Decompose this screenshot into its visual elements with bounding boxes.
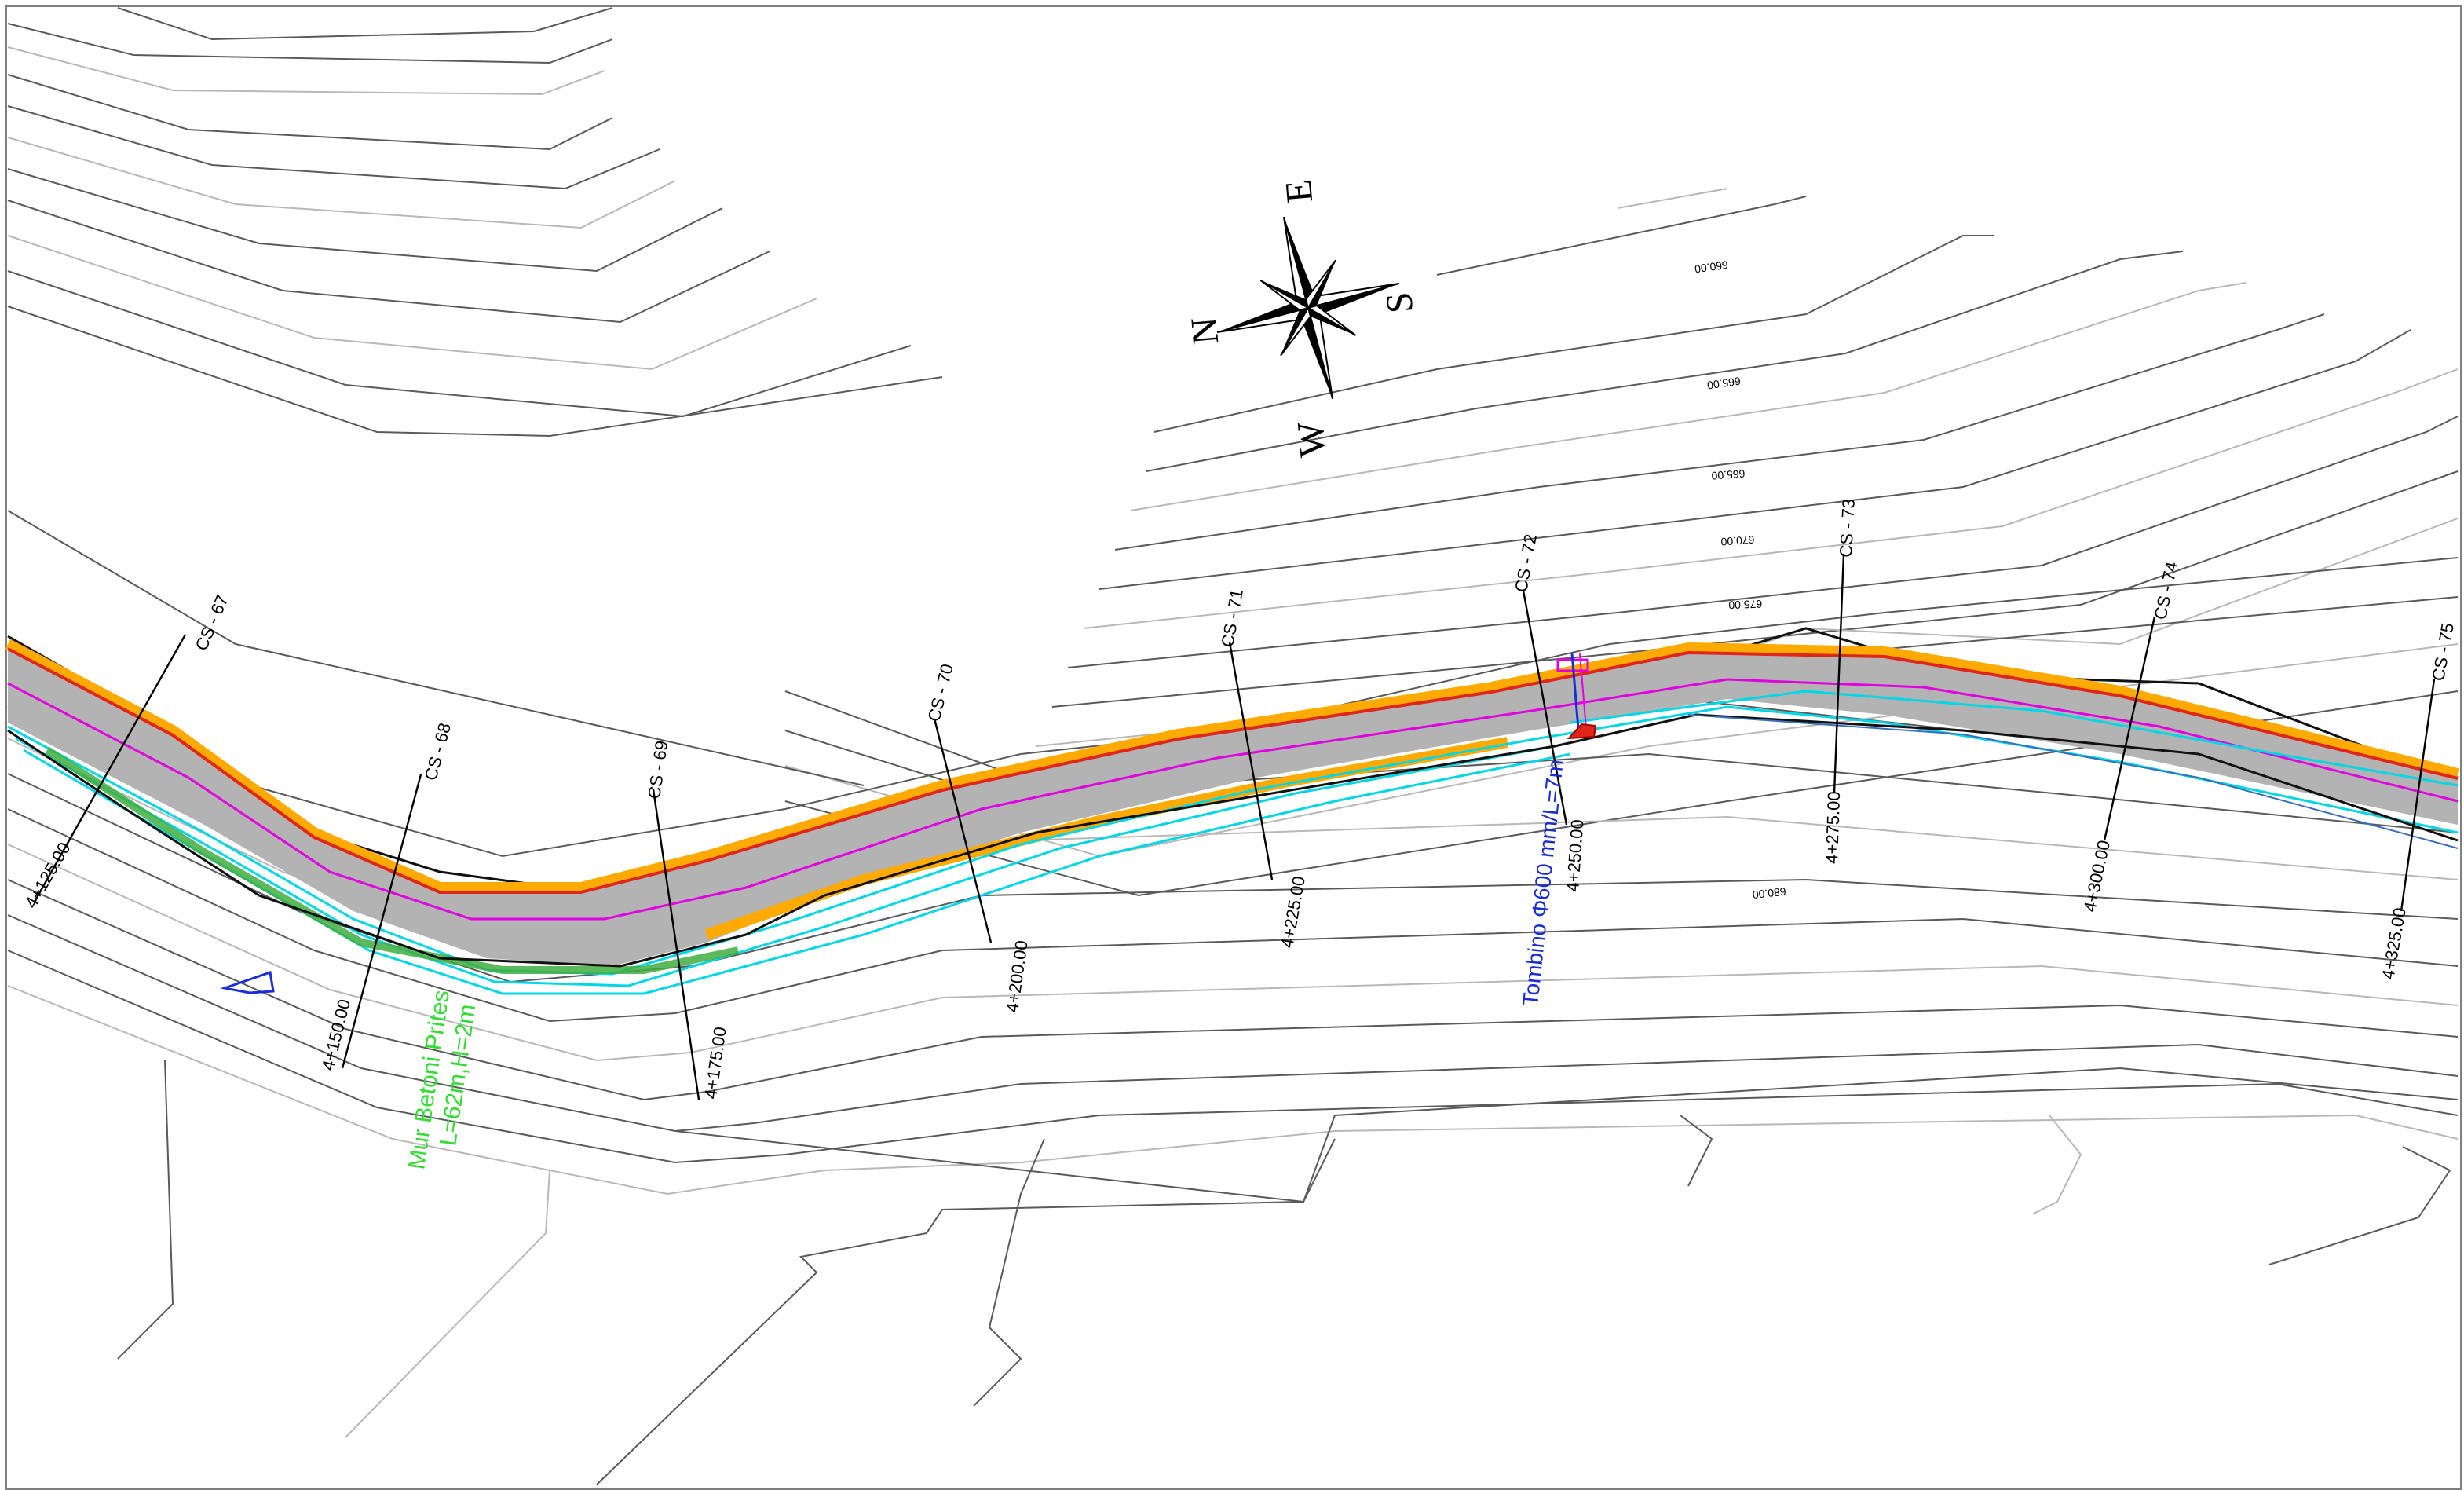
cs-line-75 [2400, 679, 2436, 912]
contour-elevation-labels: 660.00 665.00 665.00 670.00 675.00 680.0… [1694, 258, 1786, 901]
cs-line-74 [2103, 616, 2156, 841]
cs-line-70 [933, 718, 993, 943]
cs-label-72: CS - 72 [1511, 533, 1541, 594]
cs-line-71 [1228, 642, 1274, 880]
station-label-4200: 4+200.00 [1002, 939, 1032, 1014]
station-label-4125: 4+125.00 [21, 839, 75, 911]
cs-label-70: CS - 70 [924, 662, 957, 723]
road-edge-north [5, 639, 2459, 893]
station-label-4325: 4+325.00 [2378, 906, 2410, 981]
road-surface [8, 644, 2458, 966]
wall-marker-icon [220, 971, 275, 994]
sheet-border [5, 5, 2462, 1490]
fill-slope-1 [7, 705, 2459, 976]
contour-label: 675.00 [1728, 598, 1763, 611]
cs-label-69: CS - 69 [644, 739, 671, 800]
culvert-outlet-icon [1567, 723, 1597, 740]
cross-section-lines [33, 553, 2436, 1100]
road-edge-south-segment [704, 737, 1509, 940]
road-corridor [5, 627, 2459, 995]
fill-toe [7, 713, 2459, 968]
station-label-4275: 4+275.00 [1822, 791, 1844, 864]
station-label-4300: 4+300.00 [2079, 838, 2114, 913]
compass-star-icon [1216, 216, 1400, 400]
fill-slope-4 [1570, 690, 2459, 787]
cs-line-69 [652, 789, 700, 1100]
culvert-pipe [1570, 653, 1580, 730]
road-edge-north-line [7, 647, 2459, 894]
station-label-4225: 4+225.00 [1277, 875, 1309, 950]
compass-west-label: W [1289, 419, 1334, 459]
contour-label: 670.00 [1720, 533, 1755, 548]
compass-rose: E S W N [1183, 178, 1421, 459]
cs-label-74: CS - 74 [2150, 560, 2181, 621]
road-centerline [7, 678, 2459, 921]
contour-label: 665.00 [1706, 375, 1742, 392]
station-label-4175: 4+175.00 [700, 1026, 730, 1100]
compass-south-label: S [1378, 291, 1421, 315]
compass-east-label: E [1278, 178, 1321, 204]
station-label-4150: 4+150.00 [318, 998, 355, 1073]
cs-label-71: CS - 71 [1217, 588, 1247, 649]
drainage-line [1687, 714, 2459, 849]
cs-line-67 [33, 634, 187, 902]
cs-label-75: CS - 75 [2428, 621, 2458, 683]
cs-label-67: CS - 67 [192, 592, 232, 653]
contour-label: 680.00 [1752, 885, 1786, 901]
cs-line-68 [341, 774, 422, 1069]
cs-label-68: CS - 68 [421, 721, 455, 783]
fill-slope-2 [15, 737, 1556, 987]
cs-label-73: CS - 73 [1836, 498, 1859, 558]
culvert-pipe-edge [1579, 653, 1587, 730]
contour-label: 660.00 [1694, 258, 1729, 276]
station-label-4250: 4+250.00 [1563, 818, 1587, 892]
compass-north-label: N [1183, 316, 1227, 346]
contour-label: 665.00 [1711, 467, 1746, 482]
cs-line-73 [1833, 553, 1845, 794]
culvert-note: Tombino Φ600 mm/L=7m [1518, 758, 1568, 1007]
cs-line-72 [1522, 590, 1568, 826]
